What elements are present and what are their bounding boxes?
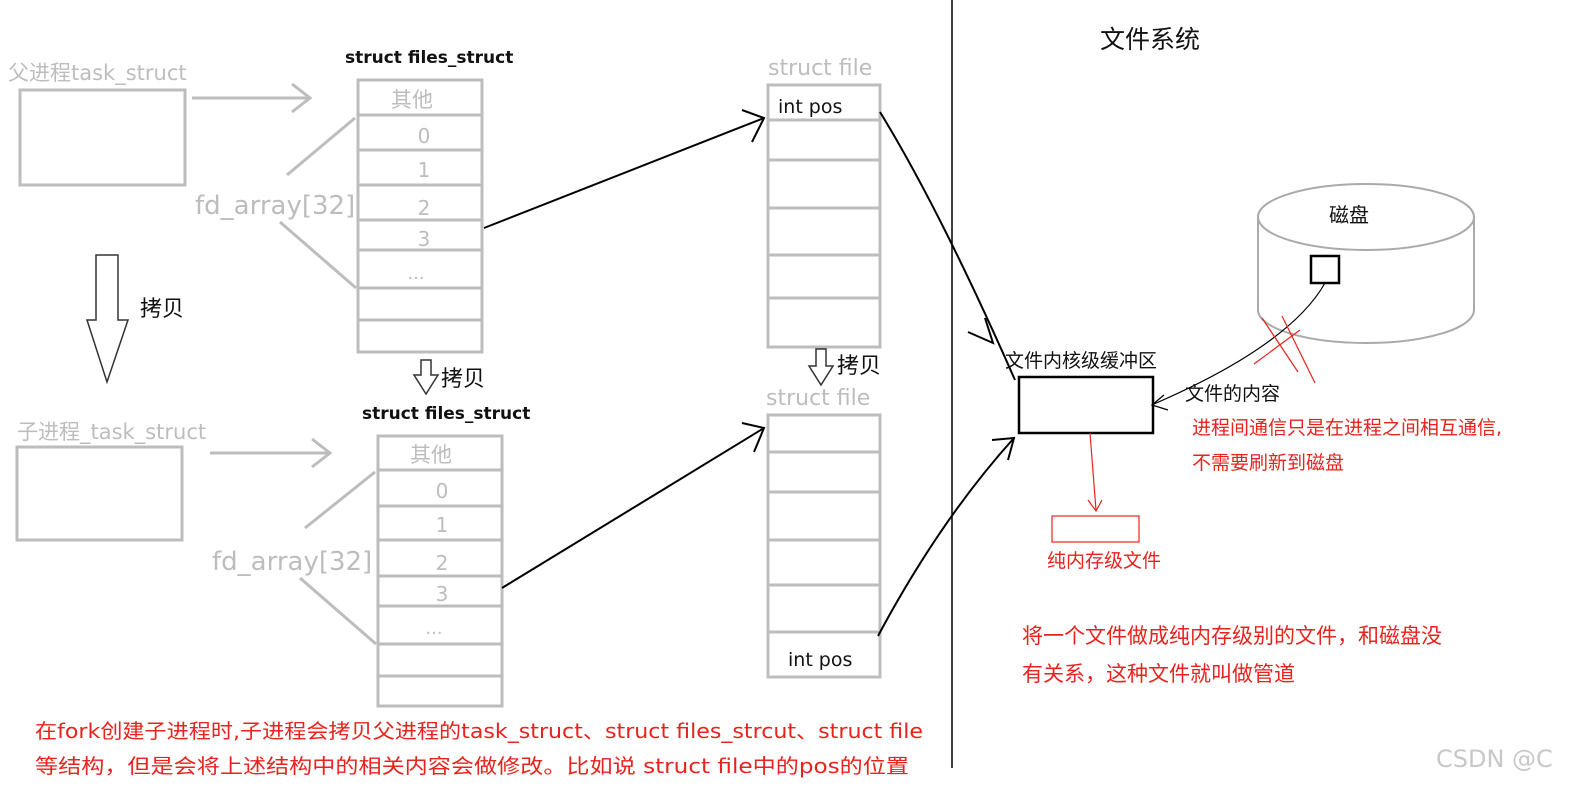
copy-struct-file-label: 拷贝 [837,354,881,379]
copy-big-label: 拷贝 [140,297,184,322]
parent-struct-file-label: struct file [768,56,872,81]
child-slot-3: 3 [436,582,449,606]
child-file-to-buffer-arrow [877,436,1016,637]
copy-files-struct-label: 拷贝 [441,367,485,392]
buffer-label: 文件内核级缓冲区 [1005,350,1157,372]
parent-fd-table [356,78,484,354]
parent-slot-other: 其他 [391,88,433,112]
parent-fd-array-label: fd_array[32] [195,191,355,221]
child-task-struct-label: 子进程_task_struct [17,420,206,445]
parent-task-struct-label: 父进程task_struct [8,61,187,86]
parent-arrow [192,82,313,114]
parent-slot-0: 0 [418,124,431,148]
pipe-note-line1: 将一个文件做成纯内存级别的文件，和磁盘没 [1022,624,1442,648]
kernel-buffer-box [1017,375,1155,435]
memfile-box [1051,515,1140,543]
child-struct-file-box [766,413,882,679]
child-task-struct-box [15,445,184,542]
disk-label: 磁盘 [1329,203,1369,227]
ipc-note-line1: 进程间通信只是在进程之间相互通信, [1192,417,1502,439]
child-arrow [210,437,333,469]
disk-cross-mark [1253,315,1316,384]
child-fd-table [376,434,504,708]
parent-fd-to-file-arrow [483,109,766,229]
child-slot-2: 2 [436,551,449,575]
parent-file-to-buffer-arrow [879,111,1016,381]
parent-slot-1: 1 [418,158,431,182]
copy-big-arrow [85,254,130,385]
parent-task-struct-box [18,88,187,187]
child-fd-array-label: fd_array[32] [212,547,372,577]
disk-file-block [1309,254,1341,285]
parent-struct-file-box [766,83,882,349]
disk-cylinder [1257,183,1475,344]
child-slot-ellipsis: ... [425,618,442,639]
child-fd-array-brace [299,470,377,646]
bottom-note-line1: 在fork创建子进程时,子进程会拷贝父进程的task_struct、struct… [35,719,923,743]
parent-slot-3: 3 [418,227,431,251]
child-int-pos-label: int pos [788,649,852,671]
parent-int-pos-label: int pos [778,96,842,118]
child-slot-other: 其他 [410,443,452,467]
buffer-to-memfile-arrow [1087,432,1103,513]
copy-files-struct-arrow [412,359,440,396]
pipe-note-line2: 有关系，这种文件就叫做管道 [1022,662,1295,686]
parent-slot-2: 2 [418,196,431,220]
parent-fd-array-brace [279,116,357,290]
copy-struct-file-arrow [807,348,835,387]
child-files-struct-title: struct files_struct [362,404,530,424]
memfile-label: 纯内存级文件 [1047,550,1161,572]
fs-title: 文件系统 [1100,25,1200,54]
child-slot-0: 0 [436,479,449,503]
child-fd-to-file-arrow [501,422,766,589]
child-slot-1: 1 [436,513,449,537]
child-struct-file-label: struct file [766,386,870,411]
ipc-note-line2: 不需要刷新到磁盘 [1192,452,1344,474]
watermark: CSDN @C [1436,745,1553,773]
parent-files-struct-title: struct files_struct [345,48,513,68]
file-content-label: 文件的内容 [1185,383,1280,405]
bottom-note-line2: 等结构，但是会将上述结构中的相关内容会做修改。比如说 struct file中的… [35,754,909,778]
parent-slot-ellipsis: ... [407,263,424,284]
